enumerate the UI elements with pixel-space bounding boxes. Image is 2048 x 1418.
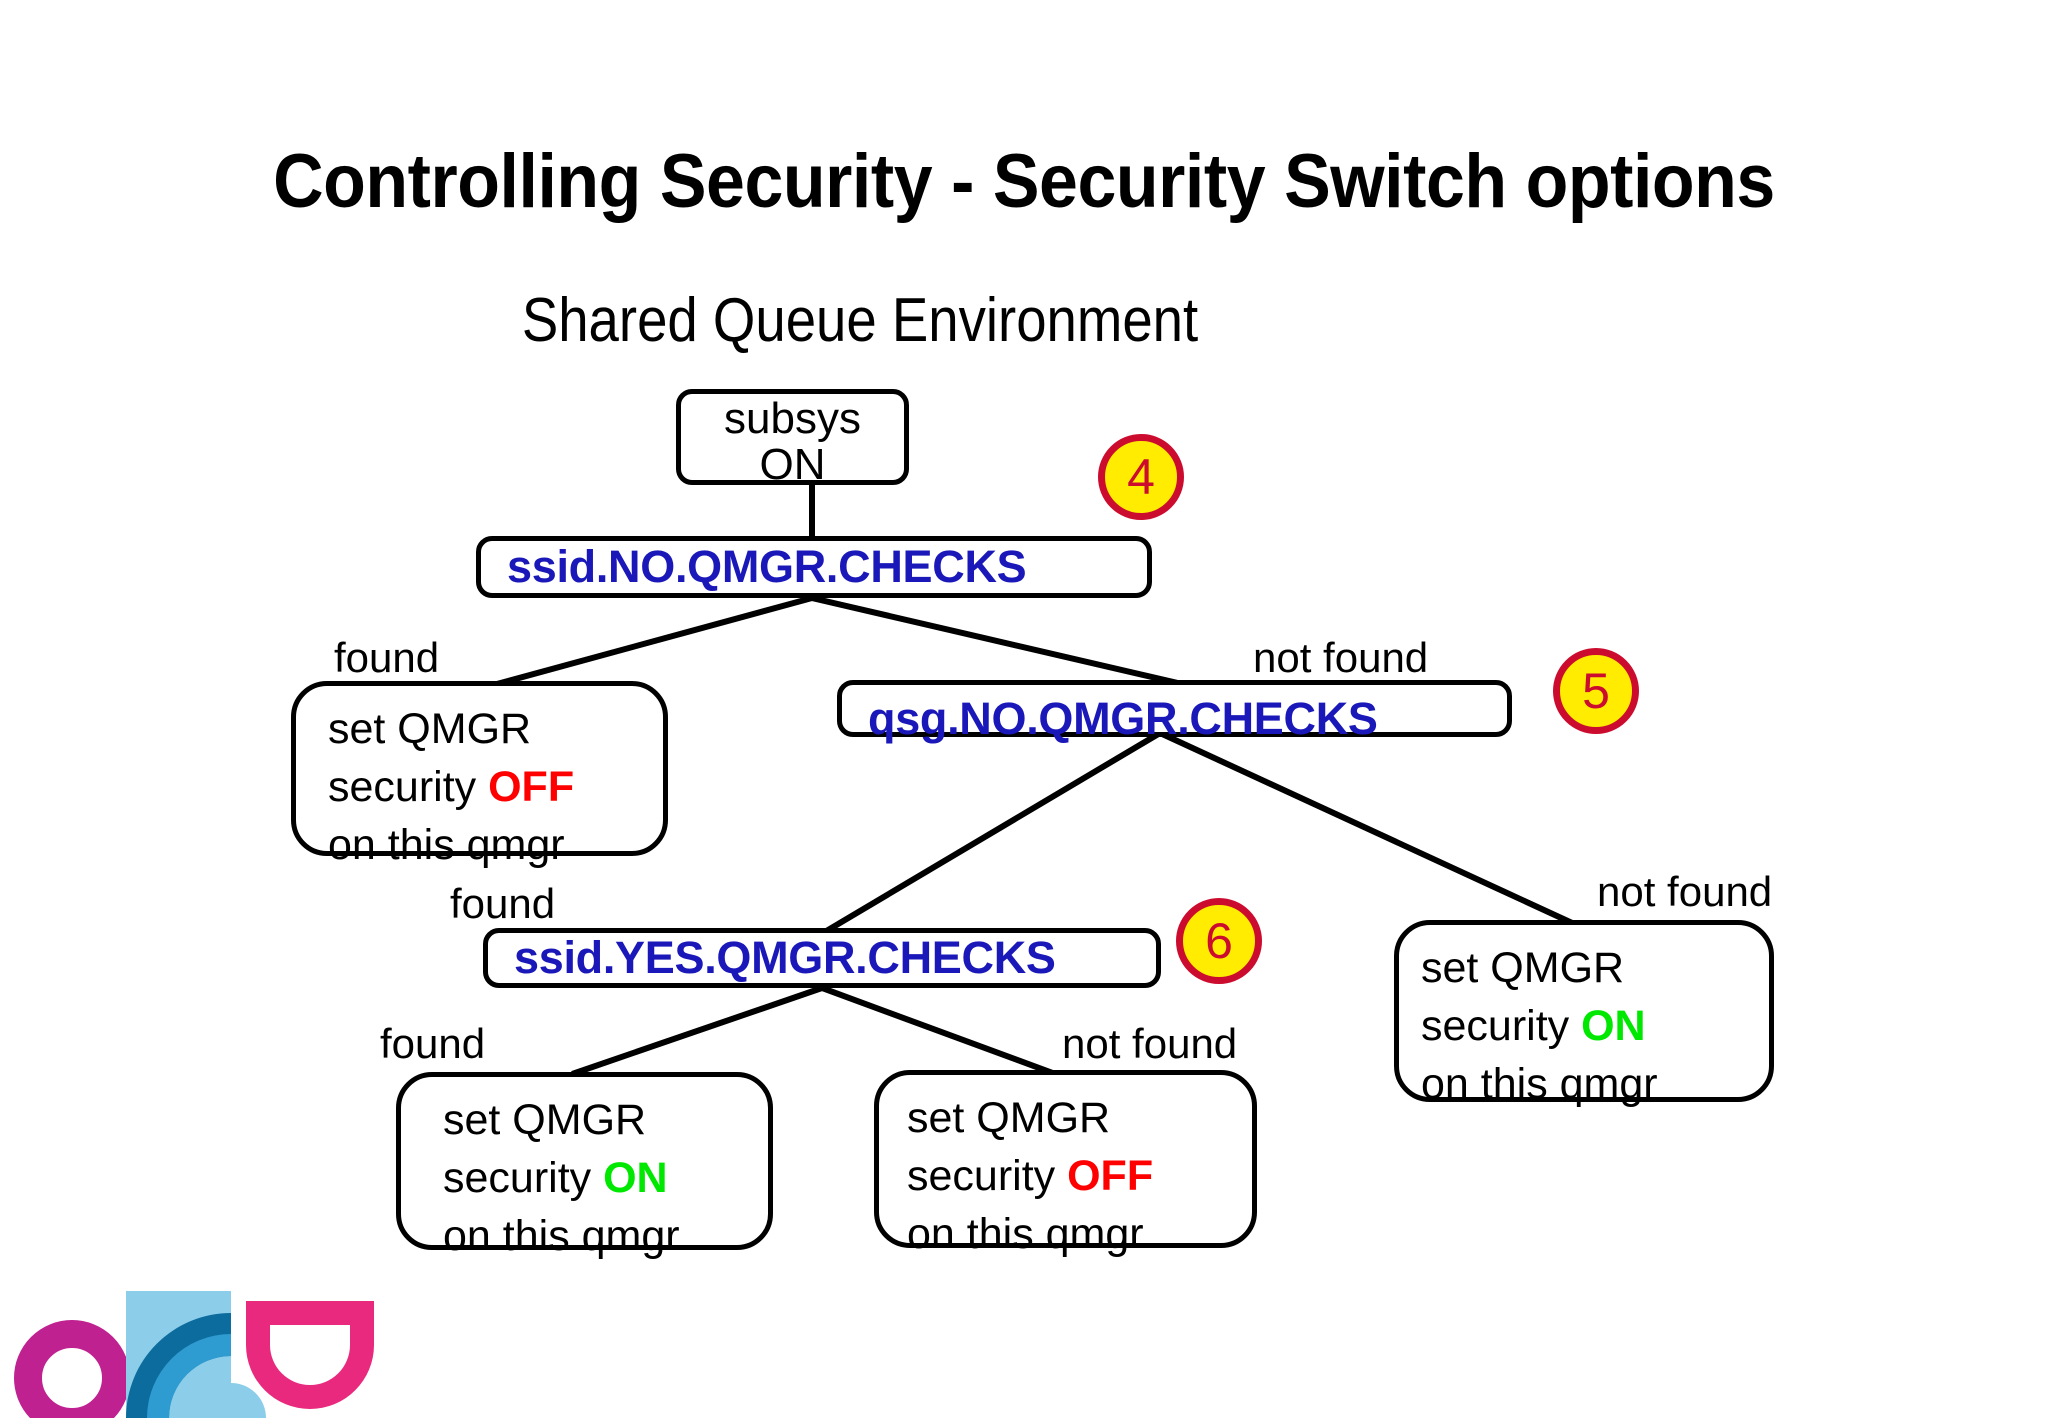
page-subtitle: Shared Queue Environment [521,286,1199,355]
edge-label-found-2: found [450,880,556,927]
action-line-1: set QMGR [1421,944,1625,992]
brand-logo [14,1291,374,1418]
edge-label-found-3: found [380,1020,486,1067]
ssid-yes-qmgr-checks-label: ssid.YES.QMGR.CHECKS [514,932,1056,983]
status-badge-off: OFF [1067,1152,1154,1200]
ssid-no-qmgr-checks-label: ssid.NO.QMGR.CHECKS [507,541,1027,592]
action-line-2-prefix: security [328,763,489,811]
edge-ssid-no-notfound [808,594,1186,688]
node-action-set-qmgr-security-off-bottom[interactable]: set QMGR security OFF on this qmgr [874,1070,1257,1258]
node-ssid-no-qmgr-checks[interactable]: ssid.NO.QMGR.CHECKS [476,536,1152,598]
edge-ssid-yes-notfound [818,984,1054,1076]
status-badge-off: OFF [488,763,575,811]
pink-d-shape-icon [246,1301,374,1409]
edge-label-not-found-1: not found [1253,634,1429,681]
edge-label-found-1: found [334,634,440,681]
edge-qsg-no-notfound [1156,729,1574,926]
status-badge-on: ON [603,1154,668,1202]
edge-ssid-no-found [493,594,816,688]
status-badge-on: ON [1581,1002,1646,1050]
action-line-2: security OFF [907,1147,1252,1205]
action-line-2: security OFF [328,758,663,816]
magenta-ring-icon [14,1320,130,1418]
edge-label-not-found-3: not found [1062,1020,1238,1067]
action-line-2: security ON [1421,997,1769,1055]
node-action-set-qmgr-security-on-bottom[interactable]: set QMGR security ON on this qmgr [396,1072,773,1260]
step-badge-6: 6 [1176,898,1262,984]
action-line-3: on this qmgr [1421,1060,1658,1108]
node-subsys-on[interactable]: subsys ON [676,389,909,489]
page-title: Controlling Security - Security Switch o… [273,139,1775,224]
subsys-line-1: subsys [724,394,861,443]
step-badge-4: 4 [1098,434,1184,520]
node-ssid-yes-qmgr-checks[interactable]: ssid.YES.QMGR.CHECKS [483,928,1161,988]
action-line-2-prefix: security [443,1154,604,1202]
qsg-no-qmgr-checks-label: qsg.NO.QMGR.CHECKS [868,692,1378,744]
node-action-set-qmgr-security-on-right[interactable]: set QMGR security ON on this qmgr [1394,920,1774,1108]
edge-qsg-no-found [823,728,1165,935]
action-line-1: set QMGR [443,1096,647,1144]
edge-label-not-found-2: not found [1597,868,1773,915]
action-line-1: set QMGR [907,1094,1111,1142]
action-line-3: on this qmgr [328,821,565,869]
node-action-set-qmgr-security-off-left[interactable]: set QMGR security OFF on this qmgr [291,681,668,869]
action-line-2-prefix: security [1421,1002,1582,1050]
subsys-line-2: ON [759,440,826,489]
action-line-1: set QMGR [328,705,532,753]
step-badge-5: 5 [1553,648,1639,734]
action-line-3: on this qmgr [443,1212,680,1260]
action-line-3: on this qmgr [907,1210,1144,1258]
blue-quarter-arc-inner-icon [147,1334,231,1418]
light-blue-quarter-disc-icon [231,1383,266,1418]
node-qsg-no-qmgr-checks[interactable]: qsg.NO.QMGR.CHECKS [837,680,1512,744]
action-line-2: security ON [443,1149,768,1207]
action-line-2-prefix: security [907,1152,1068,1200]
edge-ssid-yes-found [571,984,826,1077]
